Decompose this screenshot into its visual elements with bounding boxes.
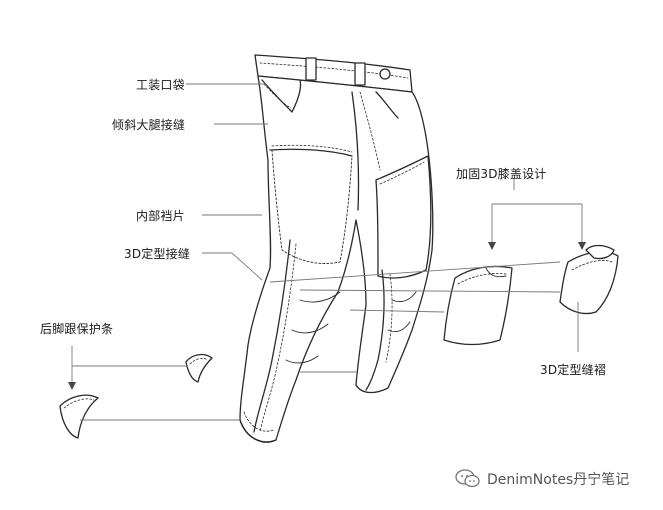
crotch-patch-panel [271,149,353,264]
label-heel-guard-strip: 后脚跟保护条 [40,322,114,336]
front-pocket [261,79,302,113]
heel-guard-small [185,353,213,383]
label-workwear-pocket: 工装口袋 [136,78,185,92]
knee-panel-attached [375,155,432,279]
watermark-text: DenimNotes丹宁笔记 [487,472,630,488]
label-3d-shaped-pleat: 3D定型缝褶 [540,363,607,377]
knee-piece-front [443,265,513,346]
label-slanted-thigh-seam: 倾斜大腿接缝 [112,118,186,132]
knee-piece-pleat [559,251,619,315]
wechat-icon [455,469,480,488]
label-3d-shaped-seam: 3D定型接缝 [124,247,191,261]
label-reinforced-knee-3d: 加固3D膝盖设计 [456,167,547,181]
thigh-seam [269,148,353,157]
watermark: DenimNotes丹宁笔记 [455,468,629,490]
label-inner-crotch-patch: 内部裆片 [136,209,185,223]
trousers-body [239,75,434,443]
heel-guard-large [59,394,99,439]
